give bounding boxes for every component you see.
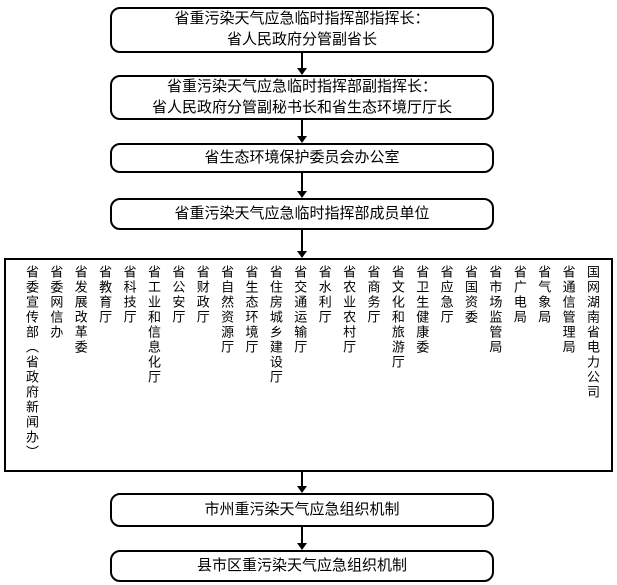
arrow-shaft	[301, 53, 303, 68]
member-unit: 省生态环境厅	[243, 265, 259, 355]
arrowhead-down-icon	[297, 68, 307, 75]
flow-arrow-down	[296, 53, 308, 75]
flow-arrow-down	[296, 230, 308, 258]
member-unit: 省卫生健康委	[414, 265, 430, 355]
arrow-shaft	[301, 173, 303, 191]
node-commander: 省重污染天气应急临时指挥部指挥长： 省人民政府分管副省长	[110, 7, 494, 53]
node-member-units-box: 省委宣传部（省政府新闻办） 省委网信办省发展改革委省教育厅省科技厅省工业和信息化厅…	[4, 258, 613, 472]
node-commander-line2: 省人民政府分管副省长	[226, 32, 377, 48]
node-commander-line1: 省重污染天气应急临时指挥部指挥长：	[174, 11, 430, 27]
node-office: 省生态环境保护委员会办公室	[110, 143, 494, 173]
member-unit: 省公安厅	[170, 265, 186, 325]
arrowhead-down-icon	[297, 486, 307, 493]
member-unit: 省国资委	[463, 265, 479, 325]
flow-arrow-down	[296, 472, 308, 493]
node-deputy-commander-line1: 省重污染天气应急临时指挥部副指挥长：	[166, 78, 437, 95]
member-unit: 省交通运输厅	[292, 265, 308, 355]
arrow-shaft	[301, 120, 303, 136]
flow-arrow-down	[296, 527, 308, 550]
member-unit: 省水利厅	[316, 265, 332, 325]
node-city-level: 市州重污染天气应急组织机制	[110, 493, 494, 527]
arrowhead-down-icon	[297, 251, 307, 258]
member-unit: 省应急厅	[438, 265, 454, 325]
member-unit: 省市场监管局	[487, 265, 503, 355]
member-unit: 省自然资源厅	[219, 265, 235, 355]
node-county-level: 县市区重污染天气应急组织机制	[110, 550, 494, 582]
member-unit: 省财政厅	[194, 265, 210, 325]
node-deputy-commander: 省重污染天气应急临时指挥部副指挥长： 省人民政府分管副秘书长和省生态环境厅厅长	[110, 75, 494, 120]
node-city-level-label: 市州重污染天气应急组织机制	[204, 501, 400, 518]
member-unit: 省农业农村厅	[341, 265, 357, 355]
member-unit: 省委宣传部（省政府新闻办）	[24, 265, 39, 460]
member-unit: 省住房城乡建设厅	[267, 265, 283, 385]
arrow-shaft	[301, 230, 303, 251]
member-unit: 省科技厅	[121, 265, 137, 325]
node-deputy-commander-line2: 省人民政府分管副秘书长和省生态环境厅厅长	[151, 99, 452, 116]
member-unit: 省气象局	[536, 265, 552, 325]
member-unit: 省文化和旅游厅	[389, 265, 405, 370]
member-unit: 省工业和信息化厅	[145, 265, 161, 385]
member-unit: 省委网信办	[48, 265, 64, 340]
arrowhead-down-icon	[297, 191, 307, 198]
member-unit: 国网湖南省电力公司	[584, 265, 600, 400]
arrow-shaft	[301, 527, 303, 543]
node-office-label: 省生态环境保护委员会办公室	[204, 149, 400, 166]
member-unit: 省商务厅	[365, 265, 381, 325]
flow-arrow-down	[296, 173, 308, 198]
member-unit: 省教育厅	[97, 265, 113, 325]
flow-arrow-down	[296, 120, 308, 143]
member-unit: 省广电局	[511, 265, 527, 325]
member-units-list: 省委宣传部（省政府新闻办） 省委网信办省发展改革委省教育厅省科技厅省工业和信息化厅…	[6, 260, 611, 470]
arrowhead-down-icon	[297, 136, 307, 143]
member-unit: 省通信管理局	[560, 265, 576, 355]
member-unit: 省发展改革委	[72, 265, 88, 355]
arrow-shaft	[301, 472, 303, 486]
node-member-units-header-label: 省重污染天气应急临时指挥部成员单位	[174, 205, 430, 222]
node-county-level-label: 县市区重污染天气应急组织机制	[196, 557, 407, 574]
arrowhead-down-icon	[297, 543, 307, 550]
node-member-units-header: 省重污染天气应急临时指挥部成员单位	[110, 198, 494, 230]
